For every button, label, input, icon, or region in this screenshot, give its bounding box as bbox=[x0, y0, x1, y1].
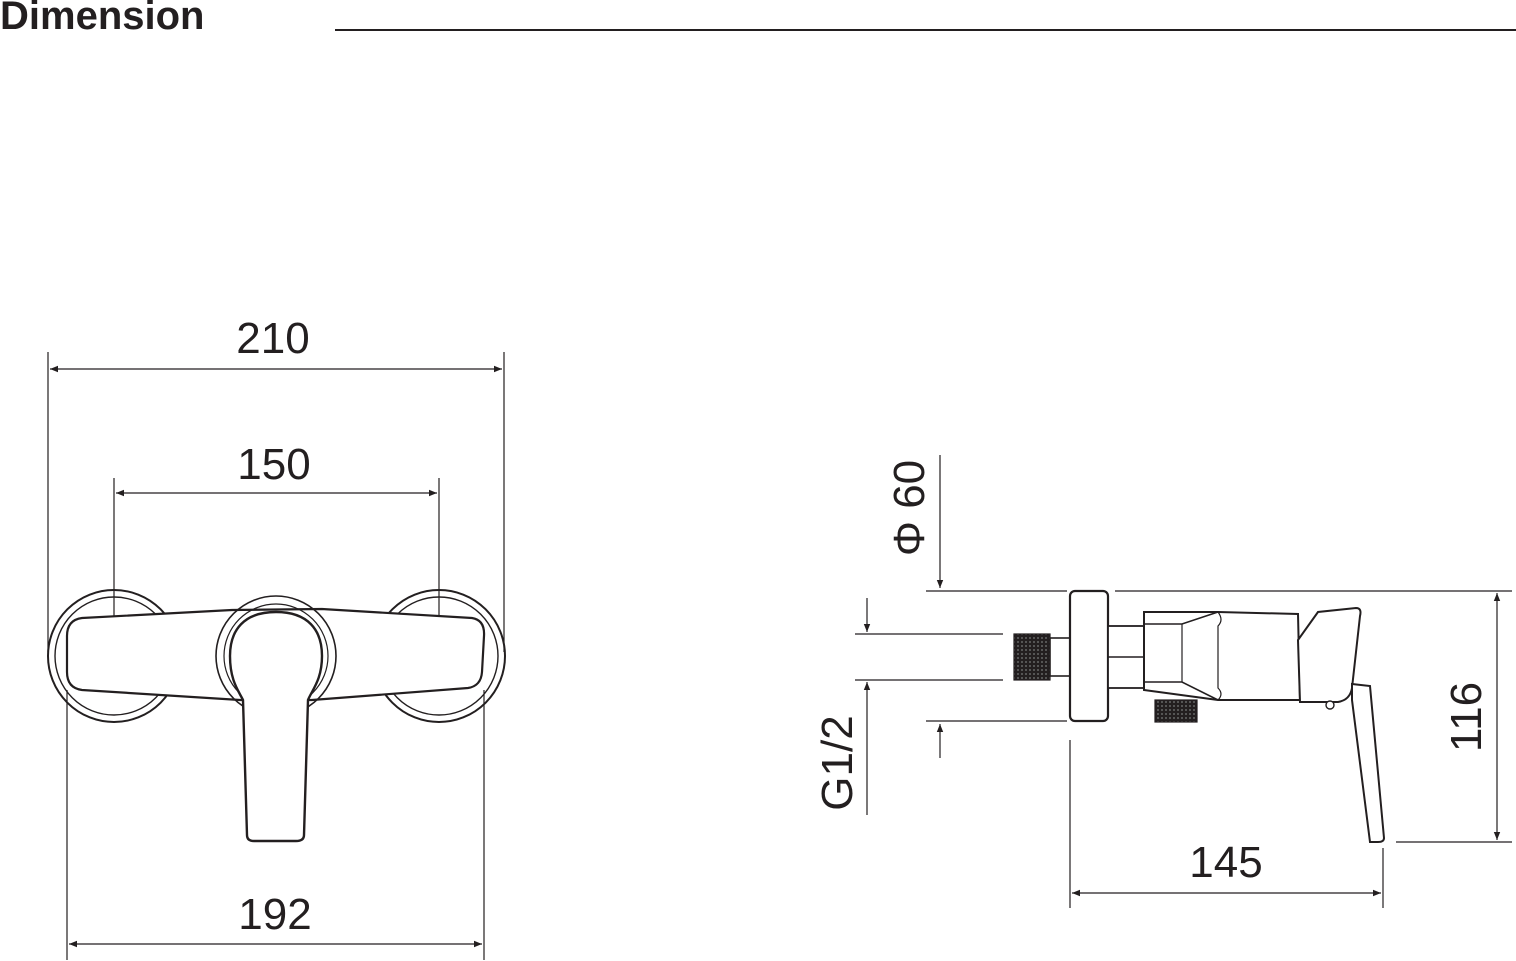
dim-116-label: 116 bbox=[1442, 682, 1491, 752]
mixer-handle bbox=[228, 610, 324, 843]
diverter-outlet bbox=[1154, 699, 1198, 723]
handle-lever-side bbox=[1351, 682, 1386, 843]
mixer-body-side bbox=[1143, 611, 1302, 701]
dim-g12-label: G1/2 bbox=[813, 715, 862, 810]
threaded-inlet bbox=[1013, 633, 1051, 681]
wall-flange bbox=[1068, 589, 1110, 723]
title-rule bbox=[335, 29, 1516, 31]
mixer-handle-side bbox=[1296, 606, 1362, 703]
dim-192-label: 192 bbox=[238, 890, 311, 939]
header: Dimension bbox=[0, 0, 1516, 60]
dim-210-label: 210 bbox=[236, 314, 309, 363]
dim-phi60-label: Φ 60 bbox=[885, 460, 934, 556]
side-view bbox=[855, 455, 1512, 908]
page-title: Dimension bbox=[0, 0, 205, 38]
dim-150-label: 150 bbox=[237, 440, 310, 489]
front-view bbox=[47, 352, 506, 960]
dim-145-label: 145 bbox=[1189, 838, 1262, 887]
